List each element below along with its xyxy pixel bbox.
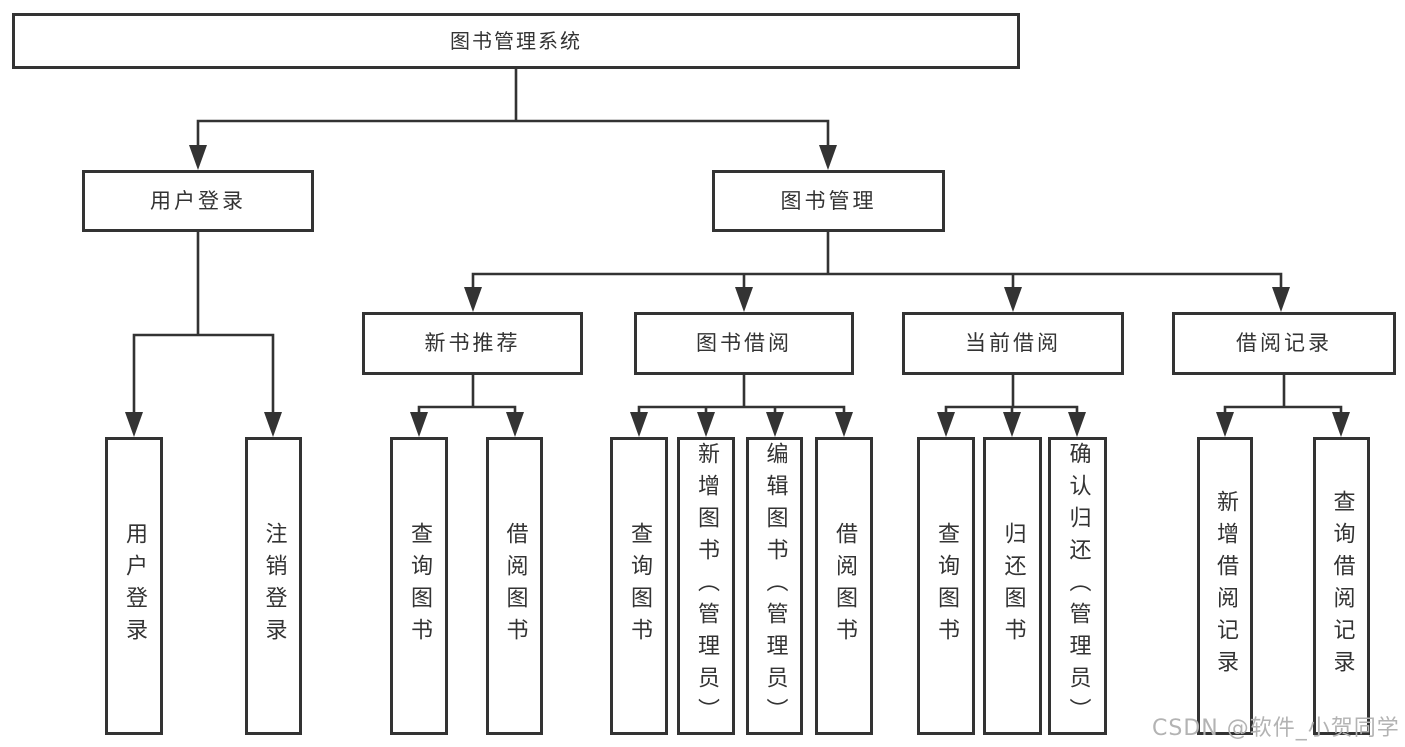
node-leaf-add-book-admin-label: 新增图书（管理员） (694, 442, 719, 730)
watermark-text: CSDN @软件_小贺同学 (1152, 716, 1400, 741)
node-leaf-query-borrow-record-label: 查询借阅记录 (1329, 490, 1355, 682)
node-leaf-borrow-book: 借阅图书 (815, 437, 873, 735)
node-book-borrow: 图书借阅 (634, 312, 854, 375)
node-leaf-return-book: 归还图书 (983, 437, 1042, 735)
node-new-book-recommend: 新书推荐 (362, 312, 583, 375)
node-leaf-confirm-return-admin-label: 确认归还（管理员） (1065, 442, 1091, 730)
node-book-management-label: 图书管理 (780, 188, 877, 213)
node-borrow-record-label: 借阅记录 (1236, 331, 1332, 355)
node-current-borrow-label: 当前借阅 (965, 331, 1061, 355)
node-leaf-add-book-admin: 新增图书（管理员） (677, 437, 735, 735)
node-leaf-edit-book-admin-label: 编辑图书（管理员） (762, 442, 788, 730)
node-leaf-recommend-borrow-book: 借阅图书 (486, 437, 543, 735)
node-leaf-add-borrow-record-label: 新增借阅记录 (1213, 490, 1238, 682)
tree-edges (132, 67, 1343, 418)
node-leaf-recommend-query-book: 查询图书 (390, 437, 448, 735)
node-leaf-query-borrow-record: 查询借阅记录 (1313, 437, 1370, 735)
node-leaf-logout-label: 注销登录 (261, 522, 287, 650)
node-leaf-borrow-query-book: 查询图书 (610, 437, 668, 735)
node-leaf-user-login: 用户登录 (105, 437, 163, 735)
node-leaf-logout: 注销登录 (245, 437, 302, 735)
node-leaf-recommend-borrow-book-label: 借阅图书 (502, 522, 528, 650)
node-new-book-recommend-label: 新书推荐 (424, 331, 521, 355)
node-root: 图书管理系统 (12, 13, 1020, 69)
node-root-label: 图书管理系统 (450, 29, 582, 53)
node-leaf-edit-book-admin: 编辑图书（管理员） (746, 437, 803, 735)
node-leaf-confirm-return-admin: 确认归还（管理员） (1048, 437, 1107, 735)
node-book-borrow-label: 图书借阅 (696, 331, 792, 355)
node-current-borrow: 当前借阅 (902, 312, 1124, 375)
node-leaf-current-query-book: 查询图书 (917, 437, 975, 735)
node-leaf-return-book-label: 归还图书 (1000, 522, 1026, 650)
node-leaf-borrow-book-label: 借阅图书 (832, 522, 857, 650)
node-borrow-record: 借阅记录 (1172, 312, 1396, 375)
node-user-login-branch-label: 用户登录 (150, 188, 246, 213)
node-book-management: 图书管理 (712, 170, 945, 232)
node-user-login-branch: 用户登录 (82, 170, 314, 232)
node-leaf-current-query-book-label: 查询图书 (934, 522, 959, 650)
node-leaf-add-borrow-record: 新增借阅记录 (1197, 437, 1253, 735)
node-leaf-borrow-query-book-label: 查询图书 (627, 522, 652, 650)
node-leaf-recommend-query-book-label: 查询图书 (407, 522, 432, 650)
arrowhead-icons (125, 145, 1350, 437)
node-leaf-user-login-label: 用户登录 (122, 522, 147, 650)
